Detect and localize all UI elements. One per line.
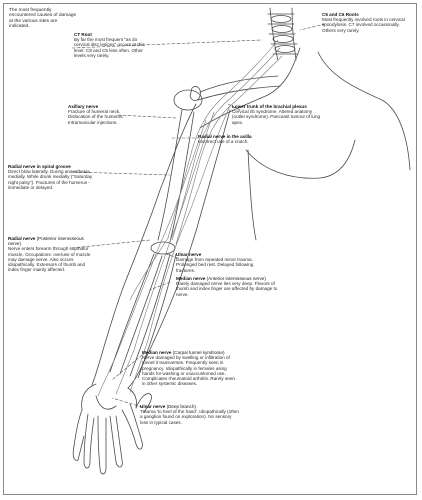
label-median-ain: Median nerve (Anterior interosseous nerv… <box>176 276 280 297</box>
arm-outline <box>81 103 231 411</box>
label-body: Rarely damaged nerve lies very deep. Fle… <box>176 281 278 297</box>
label-title: Radial nerve (Posterior interosseous ner… <box>8 236 96 246</box>
label-title-note: (Carpal tunnel syndrome) <box>172 350 225 355</box>
label-title: Median nerve (Carpal tunnel syndrome) <box>142 350 236 355</box>
label-title: Axillary nerve <box>68 104 99 109</box>
hand-outline <box>72 393 152 475</box>
label-body: Cervical rib syndrome. Altered anatomy (… <box>232 109 321 125</box>
label-median-carpal-tunnel: Median nerve (Carpal tunnel syndrome) Ne… <box>142 350 236 386</box>
figure-border <box>3 3 417 495</box>
label-body: Damage from repeated minor trauma. Prolo… <box>176 257 254 273</box>
label-body: Direct blow laterally. During anaesthesi… <box>8 169 93 190</box>
label-body: By far the most frequent "as do cervical… <box>74 37 145 58</box>
label-body: Most frequently involved roots in cervic… <box>322 17 405 33</box>
label-radial-spiral-groove: Radial nerve in spiral groove Direct blo… <box>8 164 98 190</box>
label-title: C5 and C6 Roots <box>322 12 359 17</box>
label-title: Radial nerve in the axilla <box>198 134 252 139</box>
spine-column <box>267 7 298 61</box>
label-title-note: (Posterior interosseous nerve) <box>8 236 84 247</box>
label-axillary-nerve: Axillary nerve Fracture of humeral neck.… <box>68 104 144 125</box>
label-title: Radial nerve in spiral groove <box>8 164 71 169</box>
label-title: Lower trunk of the brachial plexus <box>232 104 307 109</box>
label-title: Ulnar nerve (Deep branch) <box>140 404 240 409</box>
label-body: Fracture of humeral neck. Dislocation of… <box>68 109 124 125</box>
label-c5-c6-roots: C5 and C6 Roots Most frequently involved… <box>322 12 414 33</box>
clavicle-and-scapula <box>189 75 281 101</box>
label-title: Ulnar nerve <box>176 252 202 257</box>
label-body: Incorrect use of a crutch. <box>198 139 249 145</box>
label-title-text: Ulnar nerve <box>140 404 166 409</box>
leader-lines <box>71 23 326 408</box>
torso-outline <box>199 47 411 241</box>
label-radial-pin: Radial nerve (Posterior interosseous ner… <box>8 236 96 272</box>
label-title-text: Radial nerve <box>8 236 36 241</box>
label-ulnar-deep-branch: Ulnar nerve (Deep branch) Trauma 'to hee… <box>140 404 240 425</box>
label-ulnar-elbow: Ulnar nerve Damage from repeated minor t… <box>176 252 264 273</box>
label-title-text: Median nerve <box>142 350 172 355</box>
label-title-note: (Anterior interosseous nerve) <box>206 276 266 281</box>
label-ct-root: CT Root By far the most frequent "as do … <box>74 32 150 58</box>
intro-note: The most frequently encountered causes o… <box>9 8 77 30</box>
label-title-text: Median nerve <box>176 276 206 281</box>
humerus-bone <box>150 89 203 255</box>
label-title-note: (Deep branch) <box>166 404 196 409</box>
label-body: Trauma 'to heel of the hand'. Idiopathic… <box>140 409 239 425</box>
label-title: CT Root <box>74 32 92 37</box>
label-lower-trunk: Lower trunk of the brachial plexus Cervi… <box>232 104 322 125</box>
label-body: Nerve damaged by swelling or infiltratio… <box>142 355 235 387</box>
label-title: Median nerve (Anterior interosseous nerv… <box>176 276 280 281</box>
label-body: Nerve enters forearm through supinator m… <box>8 246 91 273</box>
label-radial-axilla: Radial nerve in the axilla Incorrect use… <box>198 134 278 144</box>
nerve-bundle <box>97 39 283 397</box>
